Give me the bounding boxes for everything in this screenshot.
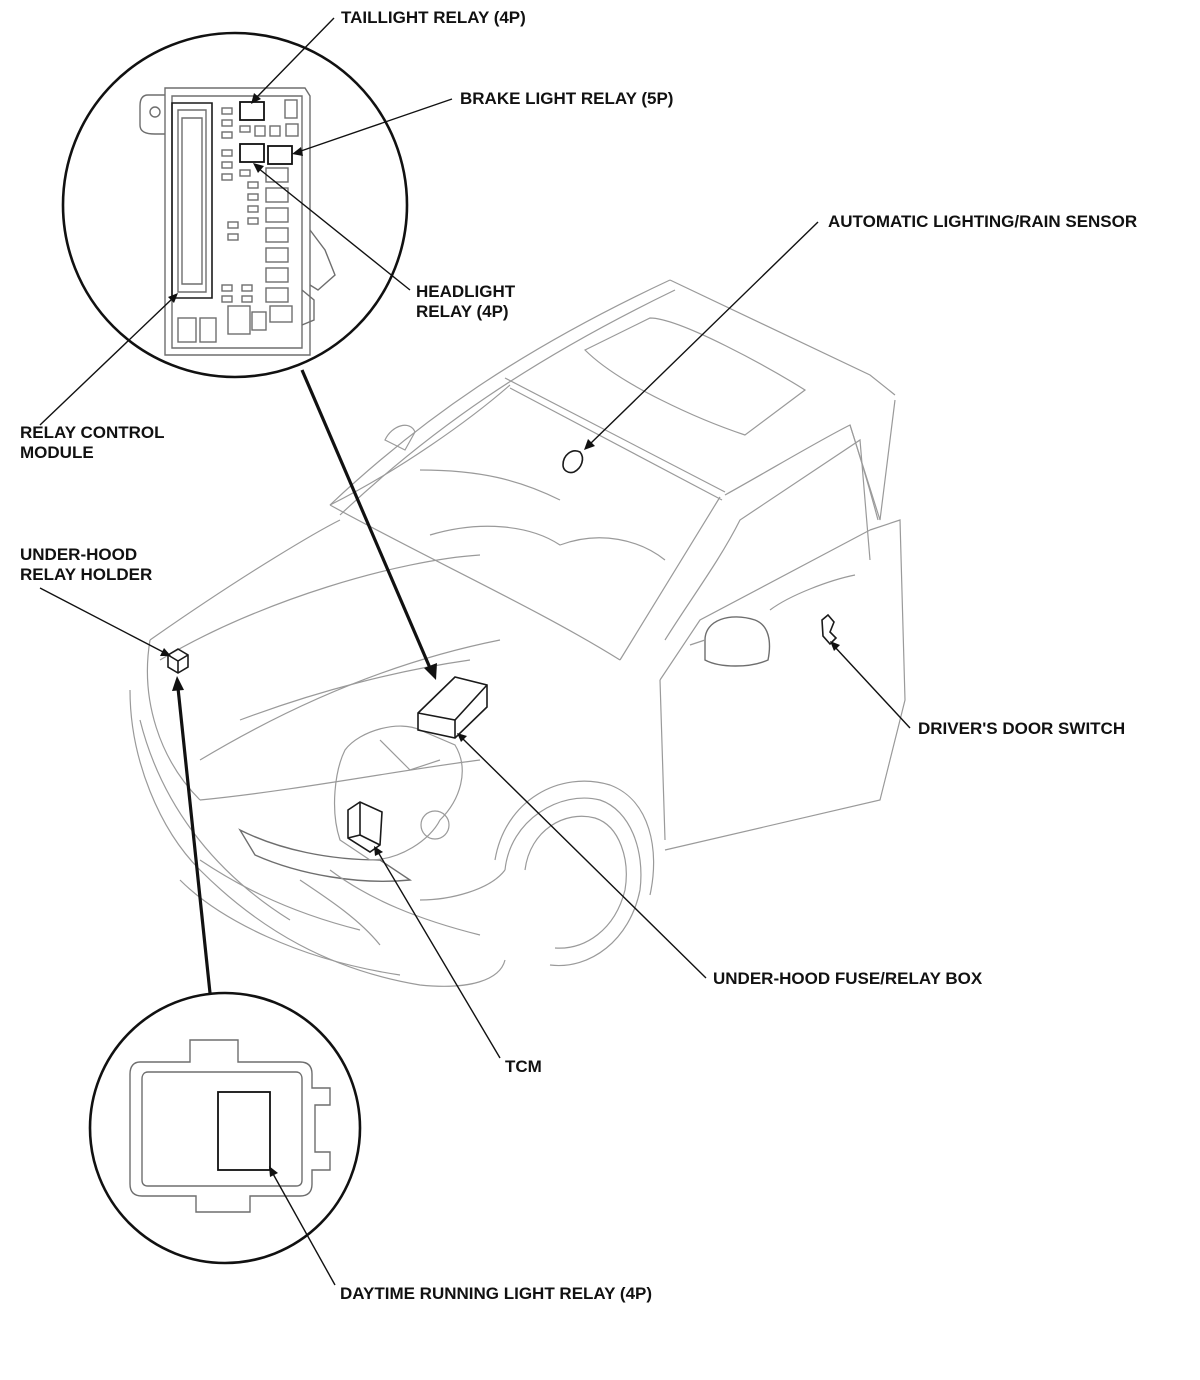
relay-control-module-label-line2: MODULE: [20, 443, 94, 462]
relay-control-module-label-line1: RELAY CONTROL: [20, 423, 165, 442]
under-hood-relay-holder-shape: [167, 648, 189, 674]
headlight-relay-label-line1: HEADLIGHT: [416, 282, 516, 301]
automatic-lighting-rain-sensor-label: AUTOMATIC LIGHTING/RAIN SENSOR: [828, 212, 1138, 231]
headlight-relay-shape: [239, 143, 265, 163]
door-switch-shape: [821, 613, 838, 646]
fuse-box-zoom-circle: [61, 31, 409, 379]
tcm-label: TCM: [505, 1057, 542, 1076]
relay-control-module-label: RELAY CONTROL MODULE: [20, 423, 165, 463]
taillight-relay-label: TAILLIGHT RELAY (4P): [341, 8, 526, 27]
tcm-shape: [347, 801, 383, 853]
rain-sensor-shape: [562, 450, 584, 474]
under-hood-relay-holder-label: UNDER-HOOD RELAY HOLDER: [20, 545, 152, 585]
under-hood-relay-holder-label-line2: RELAY HOLDER: [20, 565, 153, 584]
taillight-relay-shape: [239, 101, 265, 121]
under-hood-fuse-relay-box-shape: [417, 676, 488, 739]
daytime-running-light-relay-label: DAYTIME RUNNING LIGHT RELAY (4P): [340, 1284, 653, 1303]
car-outline: [129, 279, 906, 987]
under-hood-relay-holder-label-line1: UNDER-HOOD: [20, 545, 138, 564]
headlight-relay-label-line2: RELAY (4P): [416, 302, 509, 321]
leader-lines: [39, 17, 911, 1286]
relay-holder-zoom-circle: [88, 991, 362, 1265]
daytime-running-light-relay-shape: [217, 1091, 271, 1171]
under-hood-fuse-relay-box-label: UNDER-HOOD FUSE/RELAY BOX: [713, 969, 983, 988]
brake-light-relay-label: BRAKE LIGHT RELAY (5P): [460, 89, 674, 108]
drivers-door-switch-label: DRIVER'S DOOR SWITCH: [918, 719, 1126, 738]
headlight-relay-label: HEADLIGHT RELAY (4P): [416, 282, 515, 322]
brake-light-relay-shape: [267, 145, 293, 165]
